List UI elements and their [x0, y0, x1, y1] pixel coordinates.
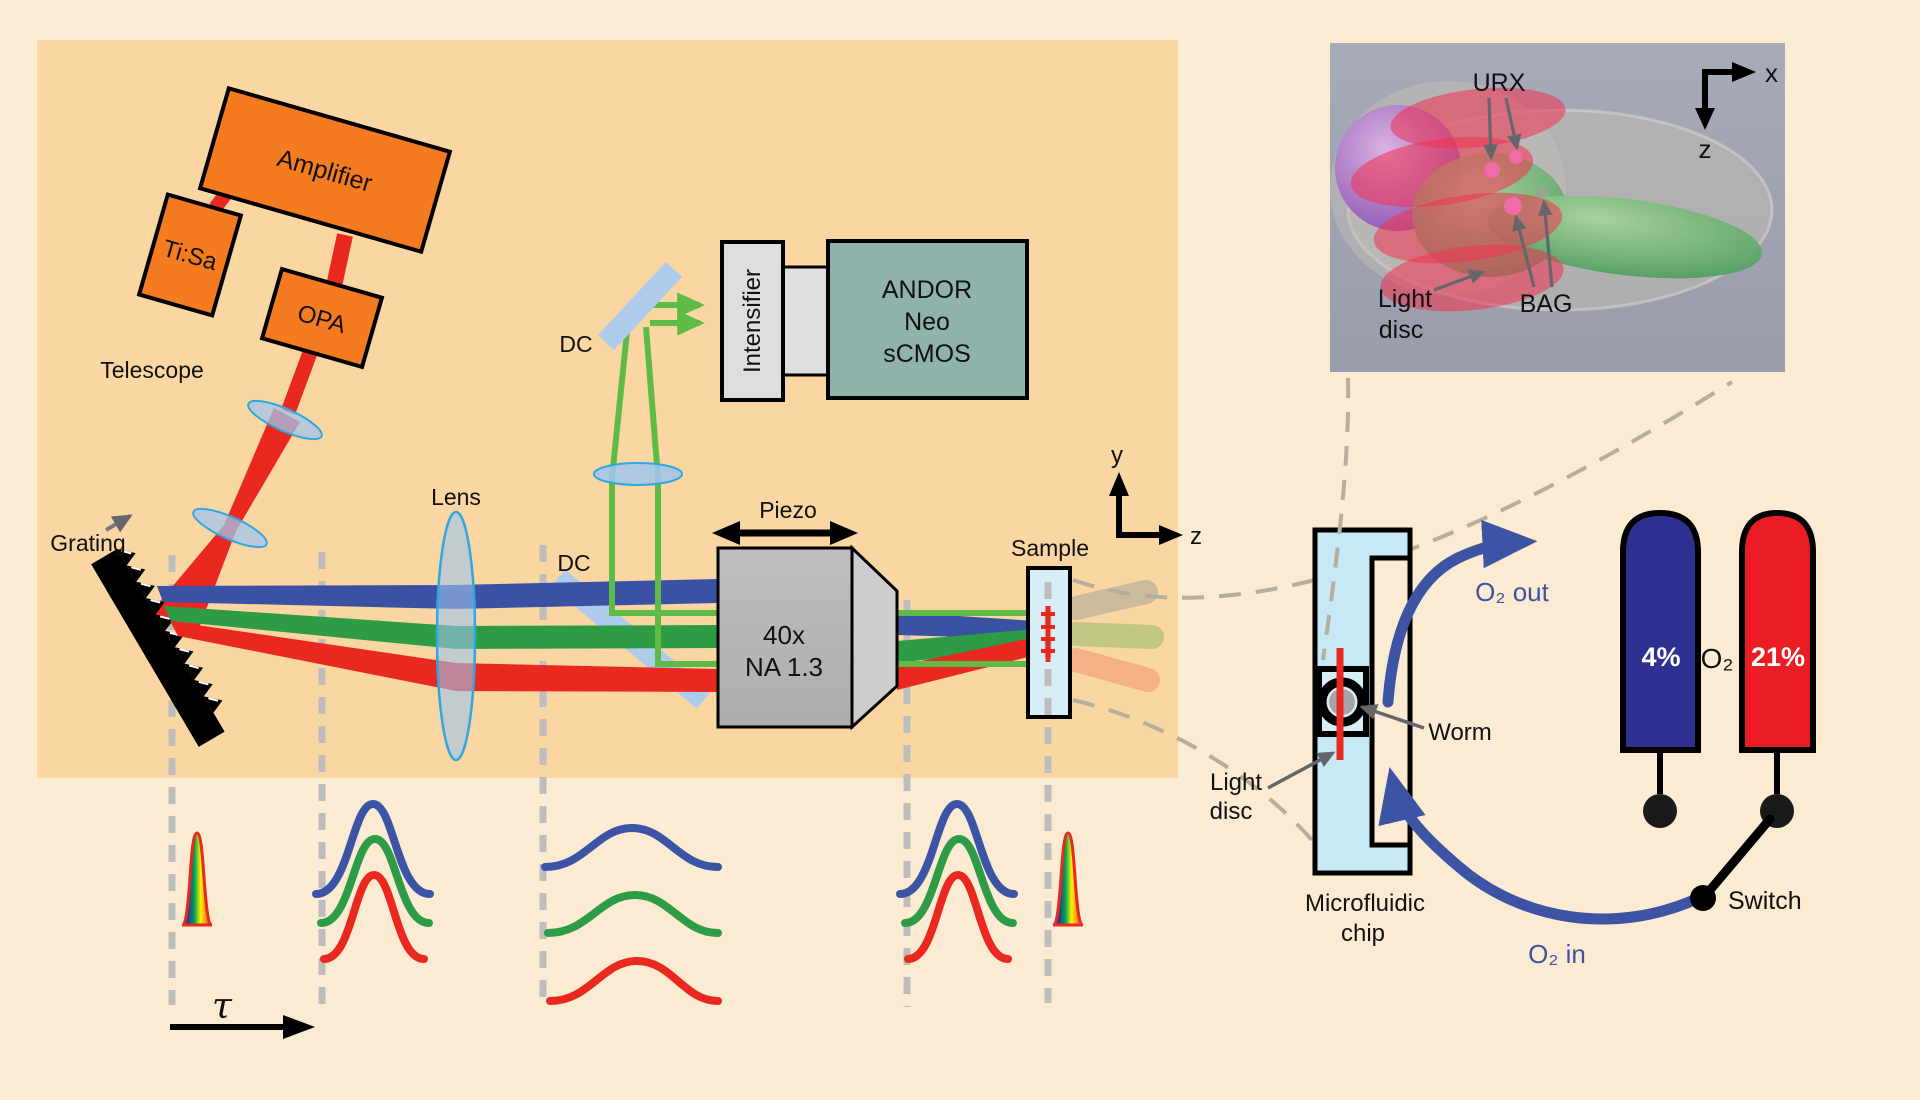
- bag-neuron-1: [1504, 197, 1522, 215]
- lens-label: Lens: [431, 484, 481, 510]
- grating-pointer-arrow: [104, 514, 133, 533]
- worm-label: Worm: [1428, 719, 1492, 746]
- pulse-sketches: τ: [170, 799, 1085, 1039]
- cylinder-21pct: [1739, 509, 1816, 753]
- cylinder-21pct-label: 21%: [1751, 642, 1805, 672]
- dc-upper-label: DC: [559, 331, 592, 357]
- green-beam-post-lens: [456, 625, 718, 649]
- o2-in-label: O₂ in: [1528, 939, 1586, 969]
- scatter-beam-red: [1064, 648, 1160, 692]
- camera-coupler: [781, 265, 830, 377]
- inset-light-label: Light: [1378, 285, 1432, 313]
- switch-pivot: [1690, 885, 1716, 911]
- blue-beam-pre-lens: [157, 585, 456, 609]
- red-beam-pre-lens: [170, 621, 456, 691]
- objective-mag-label: 40x: [763, 620, 805, 650]
- opa-box: OPA: [259, 266, 385, 370]
- urx-neuron-2: [1509, 150, 1523, 164]
- relay-lens: [593, 462, 683, 486]
- dichroic-upper: [597, 261, 683, 351]
- telescope-lens-1: [247, 399, 323, 441]
- switch-lever: [1700, 814, 1775, 901]
- objective: 40x NA 1.3: [716, 544, 899, 731]
- worm-pointer-arrow: [1359, 704, 1425, 730]
- cylinder-4pct-valve: [1643, 794, 1677, 828]
- inset-disc-label: disc: [1379, 316, 1423, 344]
- worm-in-sample: [1041, 606, 1055, 662]
- bag-label: BAG: [1520, 290, 1573, 318]
- amplifier-box: Amplifier: [197, 85, 453, 255]
- beam-amplifier-opa: [326, 233, 353, 288]
- axis-y-label: y: [1111, 442, 1123, 469]
- sample-cell: Sample: [1011, 535, 1164, 1003]
- telescope-lenses: [192, 399, 323, 549]
- cylinder-4pct-label: 4%: [1641, 642, 1680, 672]
- compressed-pulse-1: [180, 831, 214, 927]
- andor-label-2: Neo: [904, 308, 950, 336]
- excitation-beams: [157, 579, 1036, 692]
- camera-assembly: Intensifier ANDOR Neo sCMOS: [720, 239, 1029, 402]
- intensifier-label: Intensifier: [739, 269, 766, 373]
- main-lens: [435, 510, 477, 762]
- chip-light-label: Light: [1210, 769, 1262, 796]
- urx-neuron-1: [1484, 162, 1500, 178]
- chip-lightdisc-arrow: [1267, 751, 1336, 790]
- tau-label: τ: [212, 986, 233, 1027]
- urx-label: URX: [1473, 69, 1526, 97]
- chip-label-1: Microfluidic: [1305, 890, 1425, 917]
- inset-axes: x z: [1695, 58, 1778, 164]
- chip-label-2: chip: [1341, 920, 1385, 947]
- tau-axis: τ: [170, 986, 315, 1039]
- andor-label-1: ANDOR: [882, 276, 972, 304]
- green-beam-pre-lens: [164, 606, 456, 649]
- green-beam-focusing: [897, 629, 1036, 663]
- sample-label: Sample: [1011, 535, 1089, 561]
- microfluidic-chip: Microfluidic chip Light disc Worm: [1210, 377, 1492, 947]
- worm-inset: URX BAG Light disc x z: [1330, 43, 1785, 372]
- inset-axis-x-label: x: [1765, 58, 1778, 88]
- andor-camera-box: [826, 239, 1029, 400]
- connector-inset-to-chip: [1321, 377, 1351, 661]
- inset-pointer-arrows: [1433, 97, 1554, 292]
- o2-label: O₂: [1701, 643, 1734, 674]
- pulse-triplet-broad: [541, 823, 722, 1005]
- piezo-label: Piezo: [759, 497, 817, 523]
- axes-main: y z: [1109, 442, 1202, 550]
- chip-disc-label: disc: [1210, 798, 1253, 825]
- axis-z-label: z: [1190, 523, 1202, 550]
- inset-axis-z-label: z: [1699, 134, 1712, 164]
- scatter-beam-green: [1064, 622, 1164, 649]
- dc-lower-label: DC: [557, 550, 590, 576]
- telescope-label: Telescope: [100, 357, 204, 383]
- intensifier-box: [720, 240, 785, 402]
- grating: [91, 549, 225, 747]
- grating-label: Grating: [50, 530, 125, 556]
- telescope-lens-2: [192, 507, 268, 549]
- o2-in-arrow: [1378, 767, 1707, 925]
- o2-out-label: O₂ out: [1475, 577, 1549, 607]
- blue-beam-post-lens: [456, 579, 718, 609]
- gas-cylinders: 4% 21% O₂ Switch: [1620, 509, 1816, 915]
- beam-opa-telescope: [280, 347, 319, 415]
- piezo-actuator: Piezo: [712, 497, 858, 545]
- scatter-beam-tan: [1064, 580, 1158, 620]
- connector-sample-to-chip: [1072, 698, 1314, 842]
- cylinder-4pct: [1620, 509, 1701, 753]
- gas-flow: [1378, 519, 1707, 925]
- tisa-box: Ti:Sa: [136, 192, 244, 318]
- pulse-triplet-narrow: [312, 799, 434, 963]
- beam-telescope-converging: [224, 408, 300, 531]
- red-beam-post-lens: [456, 663, 718, 692]
- switch-label: Switch: [1728, 887, 1802, 915]
- andor-label-3: sCMOS: [883, 340, 971, 368]
- o2-out-arrow: [1382, 519, 1538, 708]
- objective-na-label: NA 1.3: [745, 652, 823, 682]
- bag-neuron-2: [1536, 186, 1548, 198]
